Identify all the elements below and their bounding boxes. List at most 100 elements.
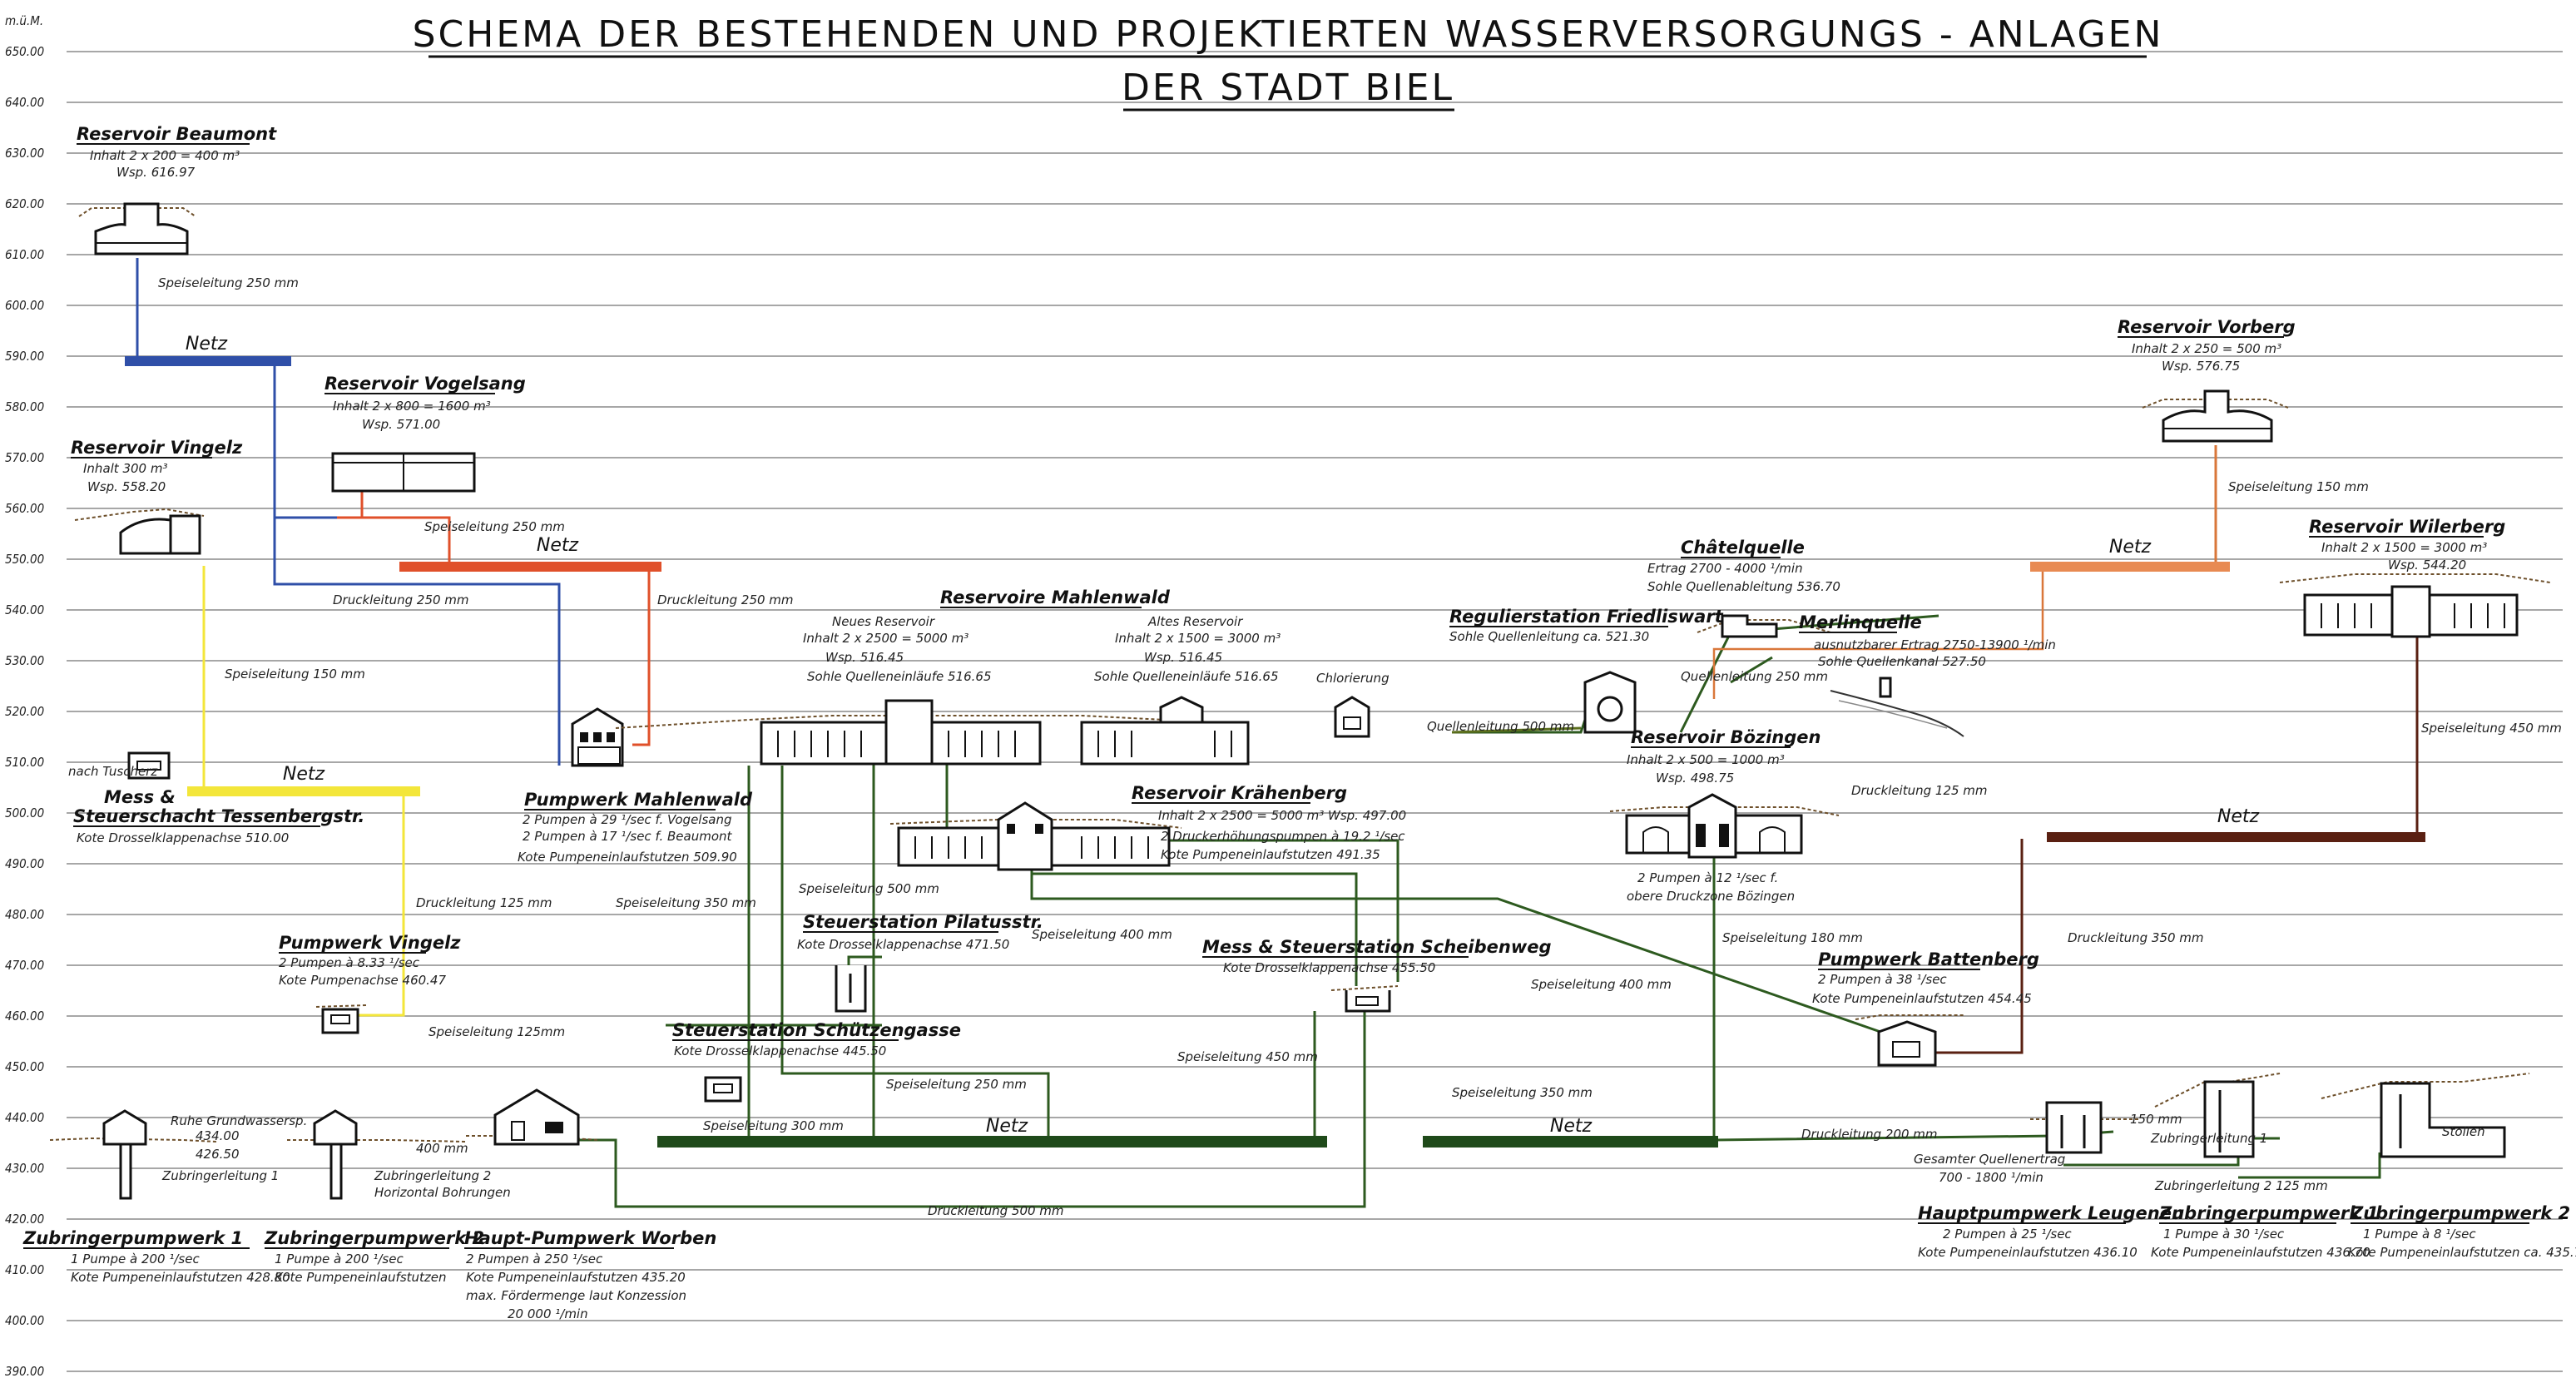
boezingen-l2: Wsp. 498.75 [1656,771,1734,786]
zpw2-right-l1: 1 Pumpe à 8 ¹/sec [2363,1227,2476,1242]
pipe-label-33: 700 - 1800 ¹/min [1939,1170,2043,1185]
worben-l1: 2 Pumpen à 250 ¹/sec [466,1252,603,1266]
pipe-label-20: Speiseleitung 400 mm [1531,977,1672,992]
beaumont-l1: Inhalt 2 x 200 = 400 m³ [90,148,240,163]
pw-mahlenwald-l1: 2 Pumpen à 29 ¹/sec f. Vogelsang [523,812,732,827]
pipe-label-21: Druckleitung 350 mm [2068,930,2204,945]
vingelz-l1: Inhalt 300 m³ [83,461,167,476]
zpw2-right-l2: Kote Pumpeneinlaufstutzen ca. 435.70 [2348,1245,2576,1260]
pipe-label-11: Speiseleitung 250 mm [886,1077,1027,1092]
leugenen-l1: 2 Pumpen à 25 ¹/sec [1943,1227,2072,1242]
steuerstation-pilatus-icon [835,965,867,1013]
vingelz-l2: Wsp. 558.20 [87,479,166,494]
reservoir-vogelsang-icon [331,452,476,493]
vogelsang-name: Reservoir Vogelsang [324,374,526,394]
kraehenberg-l1: Inhalt 2 x 2500 = 5000 m³ Wsp. 497.00 [1158,808,1406,823]
netz-label-green-right: Netz [1550,1116,1593,1137]
steuerstation-scheibenweg-icon [1330,985,1399,1013]
zubringerpumpwerk-1-icon [49,1109,217,1200]
reservoir-kraehenberg-icon [889,801,1182,871]
zubringerpumpwerk-2-right-icon [2321,1073,2530,1158]
zpw2-l1: 1 Pumpe à 200 ¹/sec [275,1252,404,1266]
elevation-label: 460.00 [5,1009,44,1024]
pipe-druck-mahlenwald [632,566,651,746]
scheibenweg-l1: Kote Drosselklappenachse 455.50 [1223,960,1435,975]
elevation-label: 620.00 [5,196,44,211]
chlorierung-name: Chlorierung [1316,671,1390,686]
pw-vingelz-l2: Kote Pumpenachse 460.47 [279,973,446,988]
elevation-label: 450.00 [5,1059,44,1074]
leugenen-l2: Kote Pumpeneinlaufstutzen 436.10 [1918,1245,2138,1260]
elevation-label: 610.00 [5,247,44,262]
netz-label-blue: Netz [186,334,228,354]
mahlenwald-alt-1: Inhalt 2 x 1500 = 3000 m³ [1115,631,1281,646]
pipe-label-25: Zubringerleitung 2 125 mm [2154,1178,2328,1193]
title-line-1: SCHEMA DER BESTEHENDEN UND PROJEKTIERTEN… [413,13,2164,56]
pipe-label-36: 426.50 [196,1147,240,1162]
beaumont-l2: Wsp. 616.97 [116,165,196,180]
netz-label-brown: Netz [2217,806,2260,827]
worben-l4: 20 000 ¹/min [508,1306,588,1321]
netz-orange [2030,562,2230,572]
vorberg-name: Reservoir Vorberg [2118,317,2296,337]
elevation-label: 490.00 [5,856,44,871]
vogelsang-l2: Wsp. 571.00 [362,417,440,432]
kraehenberg-name: Reservoir Krähenberg [1132,783,1347,803]
pipe-label-29: Zubringerleitung 2 [374,1168,491,1183]
elevation-label: 630.00 [5,146,44,161]
friedliswart-name: Regulierstation Friedliswart [1449,607,1724,627]
pumpwerk-mahlenwald-icon [571,707,624,767]
pipe-label-16: Quellenleitung 500 mm [1427,719,1574,734]
tessenberg-l1: Kote Drosselklappenachse 510.00 [77,830,289,845]
pipe-label-23: Speiseleitung 450 mm [2421,721,2562,736]
schuetzengasse-name: Steuerstation Schützengasse [672,1020,961,1040]
chatelquelle-l1: Ertrag 2700 - 4000 ¹/min [1647,561,1803,576]
elevation-label: 470.00 [5,958,44,973]
zpw2-right-name: Zubringerpumpwerk 2 [2350,1203,2570,1223]
zpw1-name: Zubringerpumpwerk 1 [22,1228,243,1248]
battenberg-l1: 2 Pumpen à 38 ¹/sec [1818,972,1947,987]
merlinquelle-l1: ausnutzbarer Ertrag 2750-13900 ¹/min [1814,637,2056,652]
pilatus-l1: Kote Drosselklappenachse 471.50 [797,937,1009,952]
netz-green-left [657,1136,1327,1148]
steuerstation-schuetzengasse-icon [704,1076,742,1103]
regulierstation-friedliswart-icon [1583,671,1637,734]
zpw1-right-l2: Kote Pumpeneinlaufstutzen 436.70 [2151,1245,2370,1260]
structures [49,202,2551,1200]
pumpwerk-vingelz-icon [315,1004,367,1034]
title-block: SCHEMA DER BESTEHENDEN UND PROJEKTIERTEN… [413,13,2164,112]
title-line-2: DER STADT BIEL [1122,67,1454,109]
pipe-vogelsang-red [337,516,451,566]
netz-label-orange: Netz [2109,537,2152,558]
mahlenwald-alt-3: Sohle Quelleneinläufe 516.65 [1094,669,1279,684]
tessenberg-name-2: Steuerschacht Tessenbergstr. [73,806,364,826]
pipe-label-01: Speiseleitung 250 mm [158,275,299,290]
pipe-label-06: Druckleitung 125 mm [416,895,552,910]
elevation-label: 390.00 [5,1364,44,1378]
pipe-label-05: Speiseleitung 150 mm [225,667,365,682]
elevation-label: 400.00 [5,1313,44,1328]
pipe-label-35: 434.00 [196,1128,240,1143]
elevation-label: 600.00 [5,298,44,313]
elevation-label: 440.00 [5,1110,44,1125]
elevation-label: 570.00 [5,450,44,465]
vorberg-l1: Inhalt 2 x 250 = 500 m³ [2132,341,2281,356]
elevation-label: 590.00 [5,349,44,364]
zpw1-l1: 1 Pumpe à 200 ¹/sec [71,1252,200,1266]
mahlenwald-neu-0: Neues Reservoir [832,614,935,629]
mahlenwald-neu-1: Inhalt 2 x 2500 = 5000 m³ [803,631,968,646]
worben-l3: max. Fördermenge laut Konzession [466,1288,686,1303]
netz-label-red: Netz [537,535,579,556]
elevation-label: 550.00 [5,552,44,567]
zubringerpumpwerk-2-icon [287,1109,467,1200]
worben-l2: Kote Pumpeneinlaufstutzen 435.20 [466,1270,686,1285]
pipe-label-10: Speiseleitung 125mm [429,1024,565,1039]
pipe-label-04: Druckleitung 250 mm [657,592,794,607]
reservoir-vingelz-icon [74,508,205,555]
pipe-label-12: Speiseleitung 300 mm [703,1118,844,1133]
pipe-druck-battenberg [1905,839,2024,1054]
elevation-label: 580.00 [5,399,44,414]
pipe-label-37: Stollen [2442,1124,2485,1139]
pw-vingelz-l1: 2 Pumpen à 8.33 ¹/sec [279,955,420,970]
